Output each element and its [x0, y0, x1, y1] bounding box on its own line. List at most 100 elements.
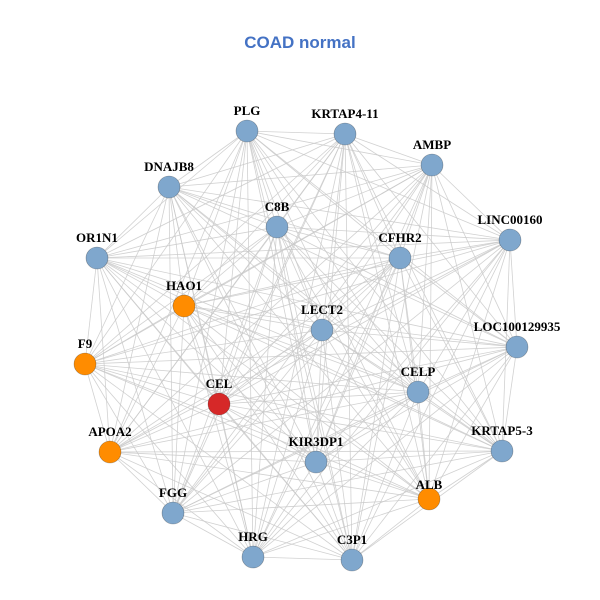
node-label-PLG: PLG [234, 103, 261, 118]
edge [276, 226, 503, 452]
graph-node-OR1N1 [85, 246, 109, 270]
node-label-HAO1: HAO1 [166, 278, 202, 293]
edge [109, 451, 317, 463]
edge [183, 133, 346, 307]
edge [417, 391, 430, 500]
edge [183, 226, 278, 307]
edge [344, 133, 419, 393]
edge [252, 133, 346, 558]
edge [218, 257, 401, 405]
edge [351, 498, 430, 561]
edge [276, 226, 518, 348]
edge [84, 239, 511, 365]
edge [344, 133, 433, 166]
graph-node-AMBP [420, 153, 444, 177]
node-label-C3P1: C3P1 [337, 532, 367, 547]
edge [428, 450, 503, 500]
edge [96, 257, 185, 307]
edge [172, 305, 185, 514]
edge [84, 363, 430, 500]
edge [218, 226, 278, 405]
graph-node-CELP [406, 380, 430, 404]
edge [168, 133, 346, 188]
edge [84, 164, 433, 365]
node-label-FGG: FGG [159, 485, 187, 500]
edge [109, 450, 503, 453]
edge [321, 164, 433, 331]
node-label-OR1N1: OR1N1 [76, 230, 118, 245]
graph-node-CFHR2 [388, 246, 412, 270]
edge [168, 186, 185, 307]
graph-node-ALB [417, 487, 441, 511]
edge [351, 239, 511, 561]
edge [109, 130, 248, 453]
graph-node-KIR3DP1 [304, 450, 328, 474]
edge [276, 226, 401, 259]
node-label-C8B: C8B [265, 199, 290, 214]
edge [96, 226, 278, 259]
edge [172, 461, 317, 514]
node-label-APOA2: APOA2 [88, 424, 131, 439]
edge [172, 226, 278, 514]
edge [183, 239, 511, 307]
edge [344, 133, 503, 452]
edge [96, 257, 254, 558]
node-label-CEL: CEL [206, 376, 233, 391]
edge [431, 164, 503, 452]
edge [96, 257, 419, 393]
node-label-LINC00160: LINC00160 [477, 212, 542, 227]
graph-node-DNAJB8 [157, 175, 181, 199]
edge [321, 239, 511, 331]
edge [183, 305, 430, 500]
edge [168, 186, 511, 241]
graph-node-LECT2 [310, 318, 334, 342]
edge [96, 257, 518, 348]
edge [417, 391, 503, 452]
edge [218, 403, 317, 463]
edge [344, 133, 430, 500]
edge [501, 346, 518, 452]
edge [172, 257, 401, 514]
edge [183, 305, 419, 393]
node-label-AMBP: AMBP [413, 137, 451, 152]
edge [183, 305, 220, 405]
edge [246, 130, 317, 463]
node-label-ALB: ALB [416, 477, 443, 492]
edge [276, 164, 433, 228]
node-layer [73, 119, 529, 572]
edge [399, 239, 511, 259]
edge [183, 305, 518, 348]
edge [252, 226, 278, 558]
edge [344, 133, 401, 259]
edge [168, 186, 518, 348]
edge [168, 186, 503, 452]
edge [276, 226, 430, 500]
edge [315, 346, 518, 463]
edge [84, 130, 248, 365]
edge [84, 186, 170, 365]
edge [84, 363, 317, 463]
node-label-KIR3DP1: KIR3DP1 [289, 434, 344, 449]
edge [246, 130, 433, 166]
edge [252, 450, 503, 558]
edge [218, 403, 353, 561]
graph-node-KRTAP4-11 [333, 122, 357, 146]
edge [417, 164, 433, 393]
edge [84, 363, 220, 405]
graph-node-HRG [241, 545, 265, 569]
graph-node-KRTAP5-3 [490, 439, 514, 463]
graph-node-APOA2 [98, 440, 122, 464]
edge [321, 133, 346, 331]
edge [428, 164, 433, 500]
edge [168, 130, 248, 188]
edge [109, 186, 170, 453]
graph-node-C3P1 [340, 548, 364, 572]
edge [315, 133, 346, 463]
edge [315, 461, 430, 500]
edge [431, 164, 518, 348]
graph-node-C8B [265, 215, 289, 239]
edge [96, 257, 317, 463]
edge [109, 257, 401, 453]
